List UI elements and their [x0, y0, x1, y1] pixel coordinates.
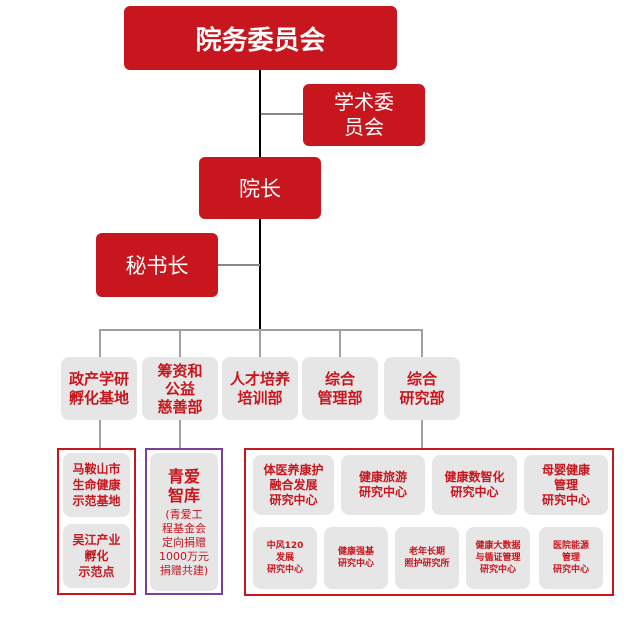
research-frame: [244, 448, 614, 596]
department-fundraising: 筹资和 公益 慈善部: [142, 357, 218, 420]
secretary-connector: [217, 264, 260, 266]
research-center: 老年长期 照护研究所: [395, 527, 459, 589]
incubation-label: 马鞍山市 生命健康 示范基地: [72, 462, 121, 508]
council-label: 院务委员会: [195, 25, 326, 56]
research-center-label: 健康大数据 与循证管理 研究中心: [475, 541, 521, 575]
department-label: 综合 管理部: [317, 369, 363, 407]
research-center-label: 医院能源 管理 研究中心: [552, 541, 589, 575]
department-research: 综合 研究部: [384, 357, 460, 420]
research-center: 健康大数据 与循证管理 研究中心: [466, 527, 530, 589]
fund-think-tank: 青爱 智库 (青爱工 程基金会 定向捐赠 1000万元 捐赠共建): [150, 453, 218, 591]
research-center: 健康强基 研究中心: [324, 527, 388, 589]
research-center: 母婴健康 管理 研究中心: [524, 455, 608, 515]
incubation-label: 吴江产业 孵化 示范点: [72, 533, 121, 579]
incubation-frame: [57, 448, 136, 595]
research-center-label: 中风120 发展 研究中心: [266, 541, 304, 575]
fund-frame: [145, 448, 223, 595]
research-center-label: 体医养康护 融合发展 研究中心: [263, 462, 324, 507]
drop-line-5: [421, 329, 423, 357]
sub-drop-2: [179, 420, 181, 448]
research-center-label: 健康强基 研究中心: [337, 547, 374, 569]
academic-committee-label: 学术委 员会: [334, 90, 394, 139]
research-center: 健康旅游 研究中心: [341, 455, 425, 515]
research-center: 中风120 发展 研究中心: [253, 527, 317, 589]
department-label: 筹资和 公益 慈善部: [157, 361, 203, 416]
research-center: 健康数智化 研究中心: [432, 455, 517, 515]
president-label: 院长: [239, 177, 281, 201]
research-center: 医院能源 管理 研究中心: [539, 527, 603, 589]
research-center-label: 老年长期 照护研究所: [404, 547, 450, 569]
president-box: 院长: [199, 157, 321, 219]
research-center-label: 健康旅游 研究中心: [358, 470, 407, 499]
academic-connector: [261, 113, 304, 115]
drop-line-4: [339, 329, 341, 357]
secretary-label: 秘书长: [125, 254, 189, 278]
department-training: 人才培养 培训部: [222, 357, 298, 420]
fund-title: 青爱 智库: [167, 466, 200, 505]
research-center: 体医养康护 融合发展 研究中心: [253, 455, 334, 515]
department-label: 综合 研究部: [399, 369, 445, 407]
academic-committee-box: 学术委 员会: [303, 84, 425, 146]
department-label: 人才培养 培训部: [229, 369, 290, 407]
department-admin: 综合 管理部: [302, 357, 378, 420]
departments-bus-line: [99, 329, 423, 331]
incubation-wujiang: 吴江产业 孵化 示范点: [63, 524, 130, 588]
incubation-maanshan: 马鞍山市 生命健康 示范基地: [63, 453, 130, 517]
council-box: 院务委员会: [124, 6, 397, 70]
sub-drop-5: [421, 420, 423, 448]
sub-drop-1: [99, 420, 101, 448]
drop-line-1: [99, 329, 101, 357]
department-incubation: 政产学研 孵化基地: [61, 357, 137, 420]
department-label: 政产学研 孵化基地: [68, 369, 129, 407]
drop-line-2: [179, 329, 181, 357]
drop-line-3: [259, 329, 261, 357]
fund-note: (青爱工 程基金会 定向捐赠 1000万元 捐赠共建): [159, 507, 209, 577]
secretary-box: 秘书长: [96, 233, 218, 297]
research-center-label: 母婴健康 管理 研究中心: [541, 462, 590, 507]
research-center-label: 健康数智化 研究中心: [444, 470, 505, 499]
